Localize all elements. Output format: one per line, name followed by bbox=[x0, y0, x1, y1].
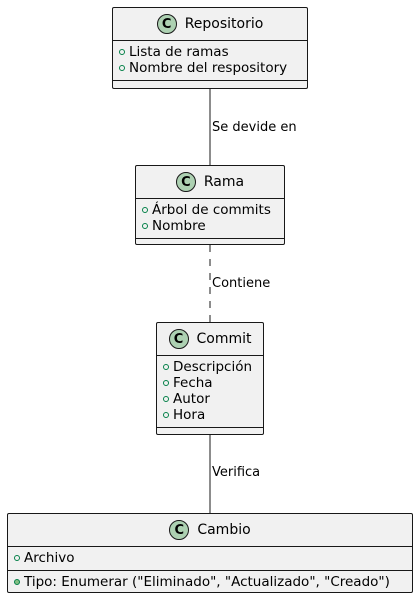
class-header: C Rama bbox=[136, 166, 284, 198]
attribute: Nombre del respository bbox=[119, 60, 301, 76]
public-visibility-icon bbox=[163, 396, 169, 402]
class-header: C Cambio bbox=[8, 514, 412, 546]
class-cambio[interactable]: C Cambio Archivo Tipo: Enumerar ("Elimin… bbox=[7, 513, 413, 593]
attribute: Lista de ramas bbox=[119, 44, 301, 60]
public-visibility-icon bbox=[14, 555, 20, 561]
attribute: Hora bbox=[163, 407, 257, 423]
public-visibility-icon bbox=[163, 412, 169, 418]
class-name: Commit bbox=[196, 331, 252, 347]
public-visibility-icon bbox=[119, 65, 125, 71]
public-visibility-icon bbox=[142, 207, 148, 213]
public-visibility-icon bbox=[163, 380, 169, 386]
relation-label-commit-cambio: Verifica bbox=[212, 465, 261, 480]
class-c-icon: C bbox=[175, 172, 196, 192]
attribute: Autor bbox=[163, 391, 257, 407]
class-header: C Repositorio bbox=[113, 8, 307, 40]
attribute: Árbol de commits bbox=[142, 202, 278, 218]
class-c-icon: C bbox=[156, 14, 177, 34]
attribute: Descripción bbox=[163, 359, 257, 375]
class-header: C Commit bbox=[157, 323, 263, 355]
relation-label-repo-rama: Se devide en bbox=[212, 120, 297, 135]
class-name: Repositorio bbox=[184, 16, 264, 32]
public-visibility-icon bbox=[119, 49, 125, 55]
class-name: Cambio bbox=[197, 522, 251, 538]
public-visibility-icon bbox=[163, 364, 169, 370]
class-commit[interactable]: C Commit Descripción Fecha Autor Hora bbox=[156, 322, 264, 435]
field: Archivo bbox=[14, 550, 406, 566]
public-visibility-icon bbox=[142, 223, 148, 229]
class-c-icon: C bbox=[169, 520, 190, 540]
method: Tipo: Enumerar ("Eliminado", "Actualizad… bbox=[14, 574, 406, 590]
relation-label-rama-commit: Contiene bbox=[212, 276, 271, 291]
class-repositorio[interactable]: C Repositorio Lista de ramas Nombre del … bbox=[112, 7, 308, 89]
attribute: Fecha bbox=[163, 375, 257, 391]
class-c-icon: C bbox=[168, 329, 189, 349]
class-name: Rama bbox=[203, 174, 245, 190]
attribute: Nombre bbox=[142, 218, 278, 234]
class-rama[interactable]: C Rama Árbol de commits Nombre bbox=[135, 165, 285, 245]
public-method-icon bbox=[14, 579, 20, 585]
